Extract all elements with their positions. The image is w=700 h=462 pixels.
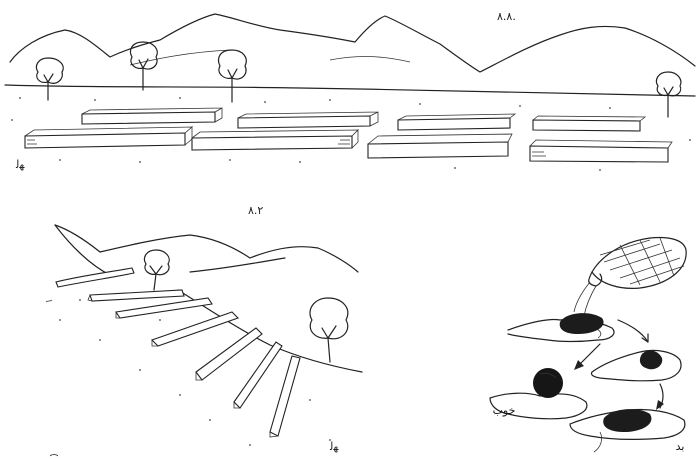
sloped-bed [233, 341, 283, 409]
ground-speckles [59, 299, 331, 446]
soil-ball [533, 368, 563, 398]
sloped-bed [115, 297, 213, 319]
hand-good-soil [489, 368, 588, 420]
hand-bad-soil [569, 408, 686, 453]
raised-bed [529, 139, 673, 163]
sketch-mark [45, 299, 53, 303]
arrow-icon [574, 360, 584, 370]
arrow-icon [577, 343, 601, 367]
tree-icon [309, 297, 349, 363]
raised-bed [237, 111, 379, 129]
tree-icon [143, 249, 170, 291]
soil-clump [639, 350, 663, 370]
hand-squeezing-soil [590, 349, 682, 382]
slope-line [177, 289, 363, 373]
ground-speckles [11, 97, 691, 171]
sloped-bed [269, 355, 301, 438]
mountain-range [9, 13, 696, 73]
artist-signature: ﻬﻟ [15, 158, 25, 171]
arrow-icon [641, 333, 649, 343]
sloped-bed [195, 327, 263, 381]
sketch-mark [49, 454, 59, 457]
raised-bed [81, 107, 223, 125]
raised-bed [191, 129, 359, 151]
raised-bed [532, 115, 647, 132]
tree-icon [655, 71, 682, 118]
pouring-stream [573, 281, 597, 317]
tree-icon [217, 49, 247, 103]
label-good: خوب [493, 404, 516, 417]
figure-label-top: ۸.۸. [497, 10, 516, 23]
raised-bed [397, 113, 517, 131]
raised-bed [367, 133, 513, 159]
sack-icon [588, 236, 687, 289]
sloped-bed [55, 267, 135, 288]
figure-label-middle: ۸.۲ [248, 204, 263, 217]
tree-icon [35, 57, 64, 101]
crumbled-soil [603, 409, 652, 432]
arrow-icon [617, 319, 649, 343]
sloped-bed [150, 311, 240, 347]
top-scene-illustration: ۸.۸. ﻬﻟ [4, 10, 696, 171]
hand-holding-soil [507, 313, 615, 343]
tree-icon [129, 41, 158, 91]
raised-bed [24, 126, 194, 149]
ground-line [4, 84, 696, 97]
label-bad: بد [676, 440, 685, 453]
sloped-bed [87, 289, 185, 302]
artist-signature: ﻬﻟ [329, 440, 339, 453]
soil-handful [559, 313, 604, 334]
arrow-icon [656, 400, 664, 410]
hill-outline [54, 224, 359, 273]
arrow-icon [659, 383, 664, 409]
